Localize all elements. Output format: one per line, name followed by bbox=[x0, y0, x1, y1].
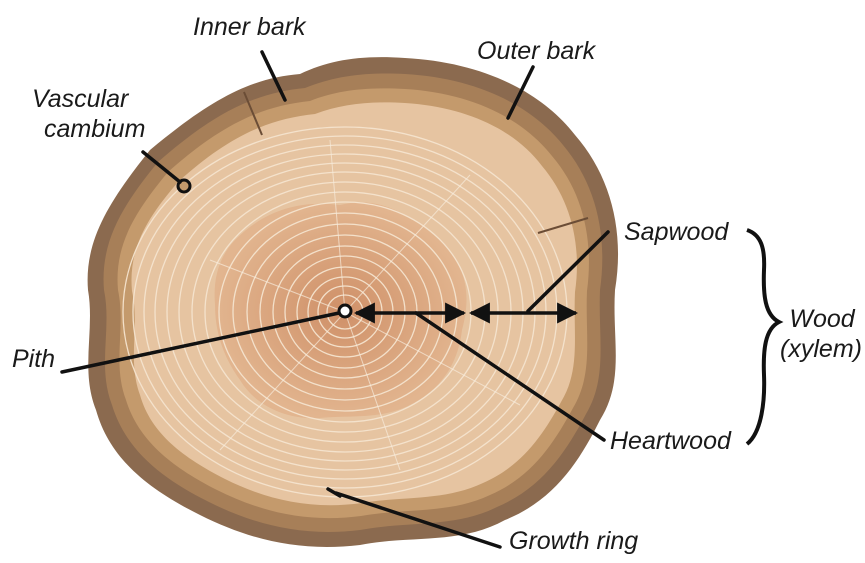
wood-brace bbox=[747, 230, 779, 444]
label-inner-bark: Inner bark bbox=[193, 14, 306, 42]
label-wood-line2: (xylem) bbox=[778, 336, 864, 364]
label-vascular-cambium-line2: cambium bbox=[44, 116, 145, 144]
label-pith: Pith bbox=[12, 346, 55, 374]
label-wood-line1: Wood bbox=[782, 306, 862, 334]
pith-marker bbox=[339, 305, 351, 317]
label-heartwood: Heartwood bbox=[610, 428, 731, 456]
label-growth-ring: Growth ring bbox=[509, 528, 638, 556]
label-vascular-cambium-line1: Vascular bbox=[32, 86, 128, 114]
label-sapwood: Sapwood bbox=[624, 219, 728, 247]
label-outer-bark: Outer bark bbox=[477, 38, 595, 66]
